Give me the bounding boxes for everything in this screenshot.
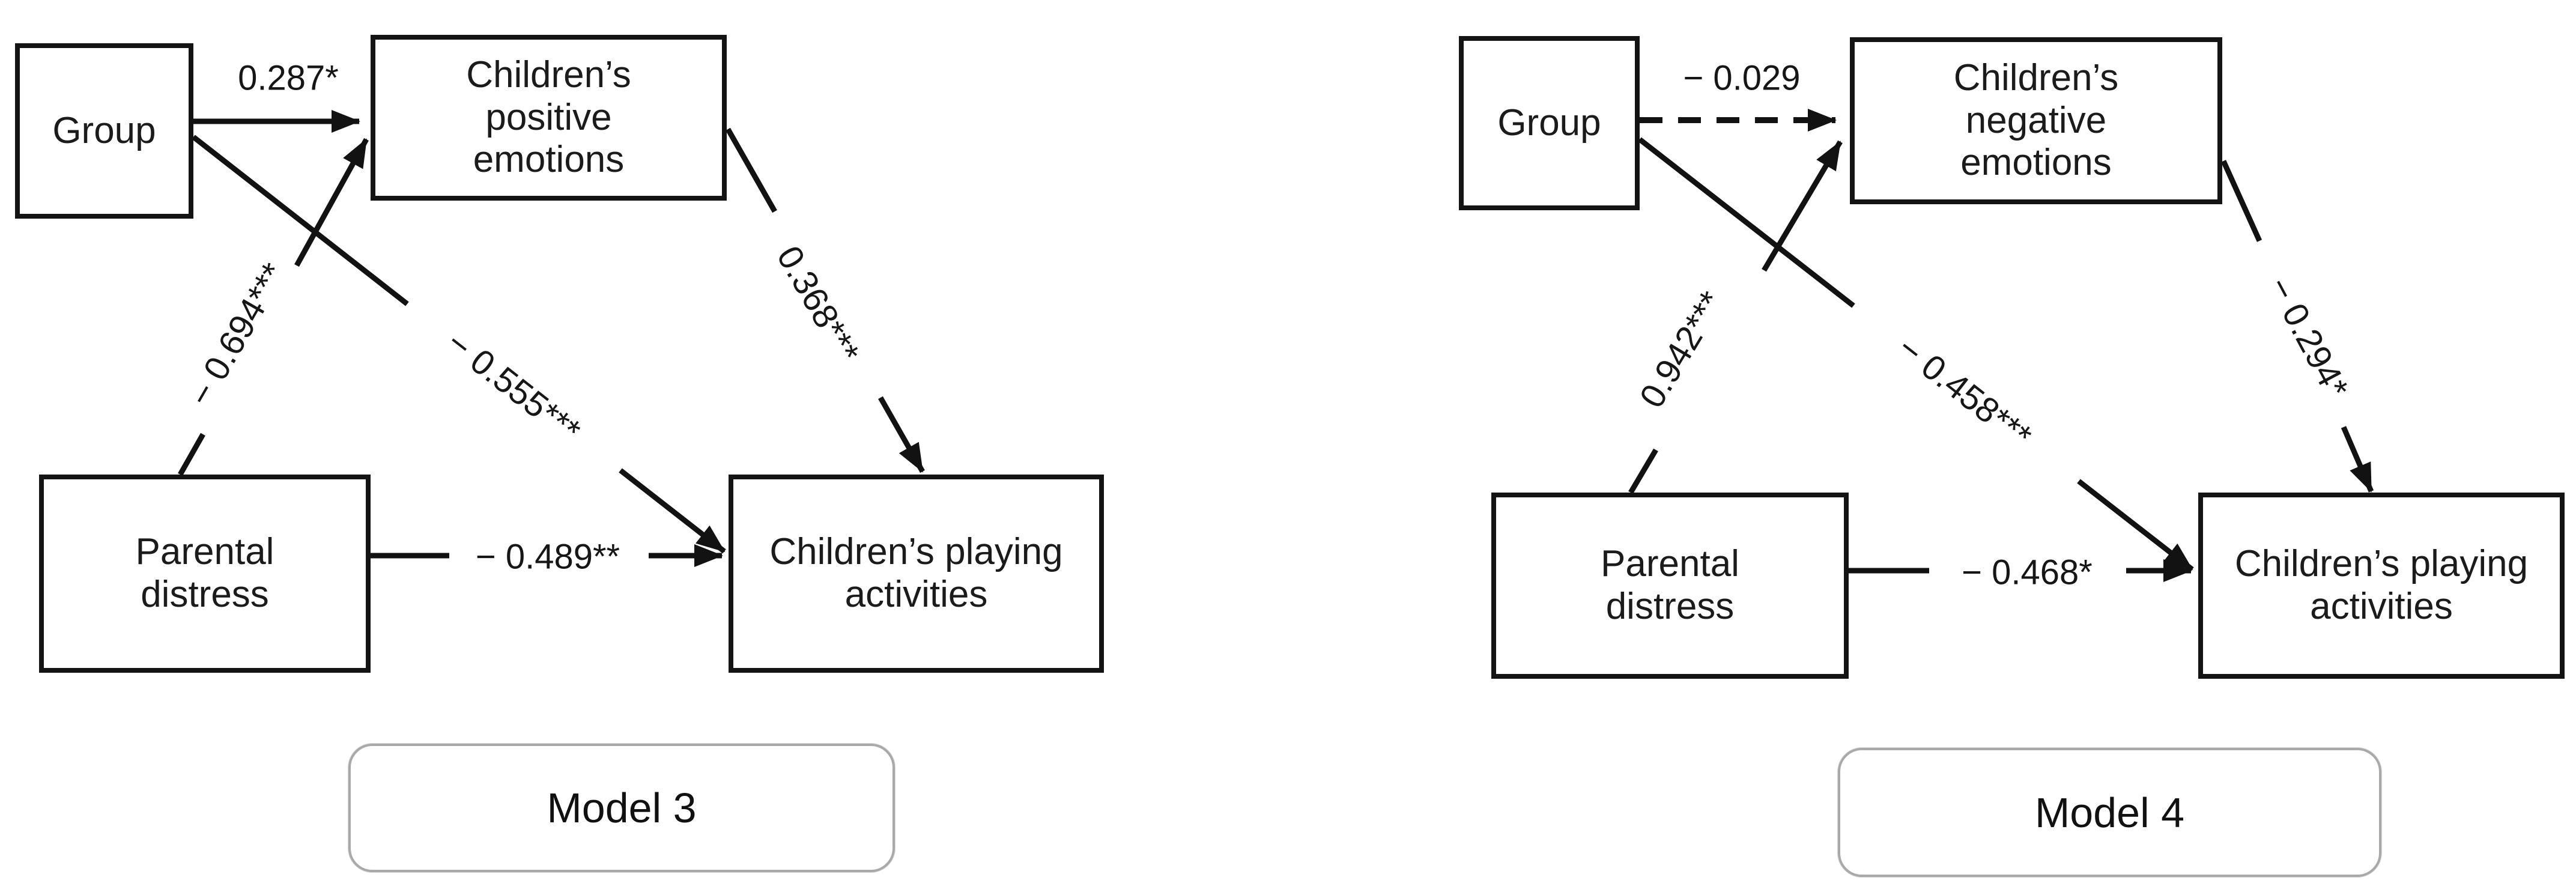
m3-box-group: Group — [15, 43, 193, 219]
m4-coef-group-outcome: − 0.458*** — [1890, 328, 2038, 456]
m3-box-outcome-label: Children’s playing activities — [769, 531, 1063, 615]
m4-coef-mediator-outcome: − 0.294* — [2260, 271, 2356, 405]
m3-arrow-group-to-outcome-seg2 — [619, 468, 726, 554]
m3-arrow-predictor-to-mediator-seg2 — [294, 138, 369, 267]
m3-arrow-mediator-to-outcome-seg1 — [726, 127, 777, 213]
m3-coef-group-mediator: 0.287* — [238, 59, 339, 98]
m4-arrow-predictor-to-mediator-seg2 — [1762, 140, 1843, 272]
m3-coef-mediator-outcome: 0.368*** — [769, 240, 867, 370]
m4-arrow-mediator-to-outcome-seg1 — [2220, 160, 2262, 242]
m4-box-outcome-label: Children’s playing activities — [2234, 543, 2529, 627]
m4-arrow-mediator-to-outcome-seg2 — [2341, 426, 2374, 493]
m3-box-group-label: Group — [52, 109, 156, 151]
m4-coef-group-mediator: − 0.029 — [1683, 59, 1800, 98]
m4-box-predictor: Parental distress — [1491, 493, 1849, 679]
m4-arrow-group-to-outcome-seg2 — [2077, 479, 2194, 572]
m3-coef-predictor-mediator: − 0.694*** — [181, 256, 294, 413]
m4-model-badge: Model 4 — [1838, 748, 2381, 877]
m3-arrow-predictor-to-mediator-seg1 — [178, 432, 205, 476]
m3-model-badge: Model 3 — [348, 744, 895, 872]
m4-coef-predictor-outcome: − 0.468* — [1962, 553, 2093, 592]
m3-arrow-group-to-outcome-seg1 — [192, 135, 409, 306]
m4-arrow-predictor-to-mediator-seg1 — [1628, 448, 1658, 494]
m3-box-mediator: Children’s positive emotions — [371, 35, 727, 201]
m3-box-outcome: Children’s playing activities — [729, 475, 1104, 673]
m4-box-mediator: Children’s negative emotions — [1850, 37, 2222, 204]
m3-box-mediator-label: Children’s positive emotions — [466, 53, 631, 181]
m4-box-group: Group — [1459, 36, 1640, 210]
m4-coef-predictor-mediator: 0.942*** — [1632, 285, 1731, 414]
m3-coef-predictor-outcome: − 0.489** — [476, 538, 620, 577]
m4-box-mediator-label: Children’s negative emotions — [1953, 56, 2119, 184]
m4-box-outcome: Children’s playing activities — [2198, 493, 2565, 679]
m4-box-predictor-label: Parental distress — [1601, 543, 1739, 627]
m3-arrow-mediator-to-outcome-seg2 — [878, 396, 925, 473]
m3-box-predictor-label: Parental distress — [135, 531, 274, 615]
m4-box-group-label: Group — [1497, 102, 1601, 144]
m4-arrow-group-to-outcome-seg1 — [1638, 137, 1855, 308]
m4-model-badge-label: Model 4 — [2034, 789, 2185, 836]
m3-model-badge-label: Model 3 — [547, 784, 697, 831]
m3-coef-group-outcome: − 0.555*** — [439, 323, 587, 451]
m3-box-predictor: Parental distress — [39, 475, 371, 673]
